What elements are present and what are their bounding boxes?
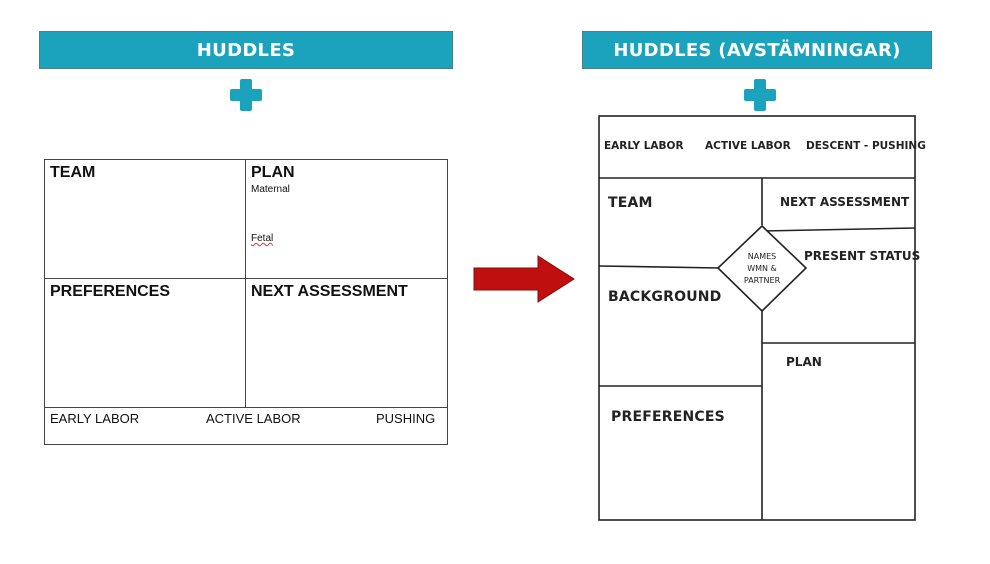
diamond-line-partner: PARTNER	[743, 276, 781, 285]
left-plan-label: PLAN	[251, 164, 295, 181]
left-vertical-divider	[245, 159, 246, 408]
left-team-label: TEAM	[50, 164, 96, 181]
right-plan-label: PLAN	[786, 355, 822, 369]
left-stage-divider	[44, 407, 448, 408]
left-huddle-board	[44, 159, 448, 445]
right-present-status-label: PRESENT STATUS	[804, 249, 921, 263]
right-stage-descent-pushing: DESCENT - PUSHING	[806, 140, 926, 152]
right-stage-early-labor: EARLY LABOR	[604, 140, 684, 152]
left-maternal-label: Maternal	[251, 184, 290, 195]
diamond-line-wmn: WMN &	[747, 264, 777, 273]
right-arrow-icon	[473, 255, 575, 303]
left-fetal-label: Fetal	[251, 233, 274, 244]
left-stage-early-labor: EARLY LABOR	[50, 411, 140, 426]
left-title: HUDDLES	[196, 39, 296, 61]
plus-icon	[230, 79, 262, 111]
right-background-label: BACKGROUND	[608, 289, 722, 305]
right-next-assessment-label: NEXT ASSESSMENT	[780, 195, 910, 209]
diamond-names-label: NAMES WMN & PARTNER	[732, 251, 792, 287]
left-middle-divider	[44, 278, 448, 279]
diamond-line-names: NAMES	[747, 252, 777, 261]
right-preferences-label: PREFERENCES	[611, 409, 725, 425]
right-team-label: TEAM	[608, 195, 653, 211]
right-title: HUDDLES (AVSTÄMNINGAR)	[613, 39, 901, 61]
left-stage-active-labor: ACTIVE LABOR	[206, 411, 301, 426]
plus-icon	[744, 79, 776, 111]
left-preferences-label: PREFERENCES	[50, 283, 171, 300]
left-next-assessment-label: NEXT ASSESSMENT	[251, 283, 408, 300]
left-title-banner: HUDDLES	[39, 31, 453, 69]
right-title-banner: HUDDLES (AVSTÄMNINGAR)	[582, 31, 932, 69]
right-stage-active-labor: ACTIVE LABOR	[705, 140, 791, 152]
left-stage-pushing: PUSHING	[376, 411, 436, 426]
